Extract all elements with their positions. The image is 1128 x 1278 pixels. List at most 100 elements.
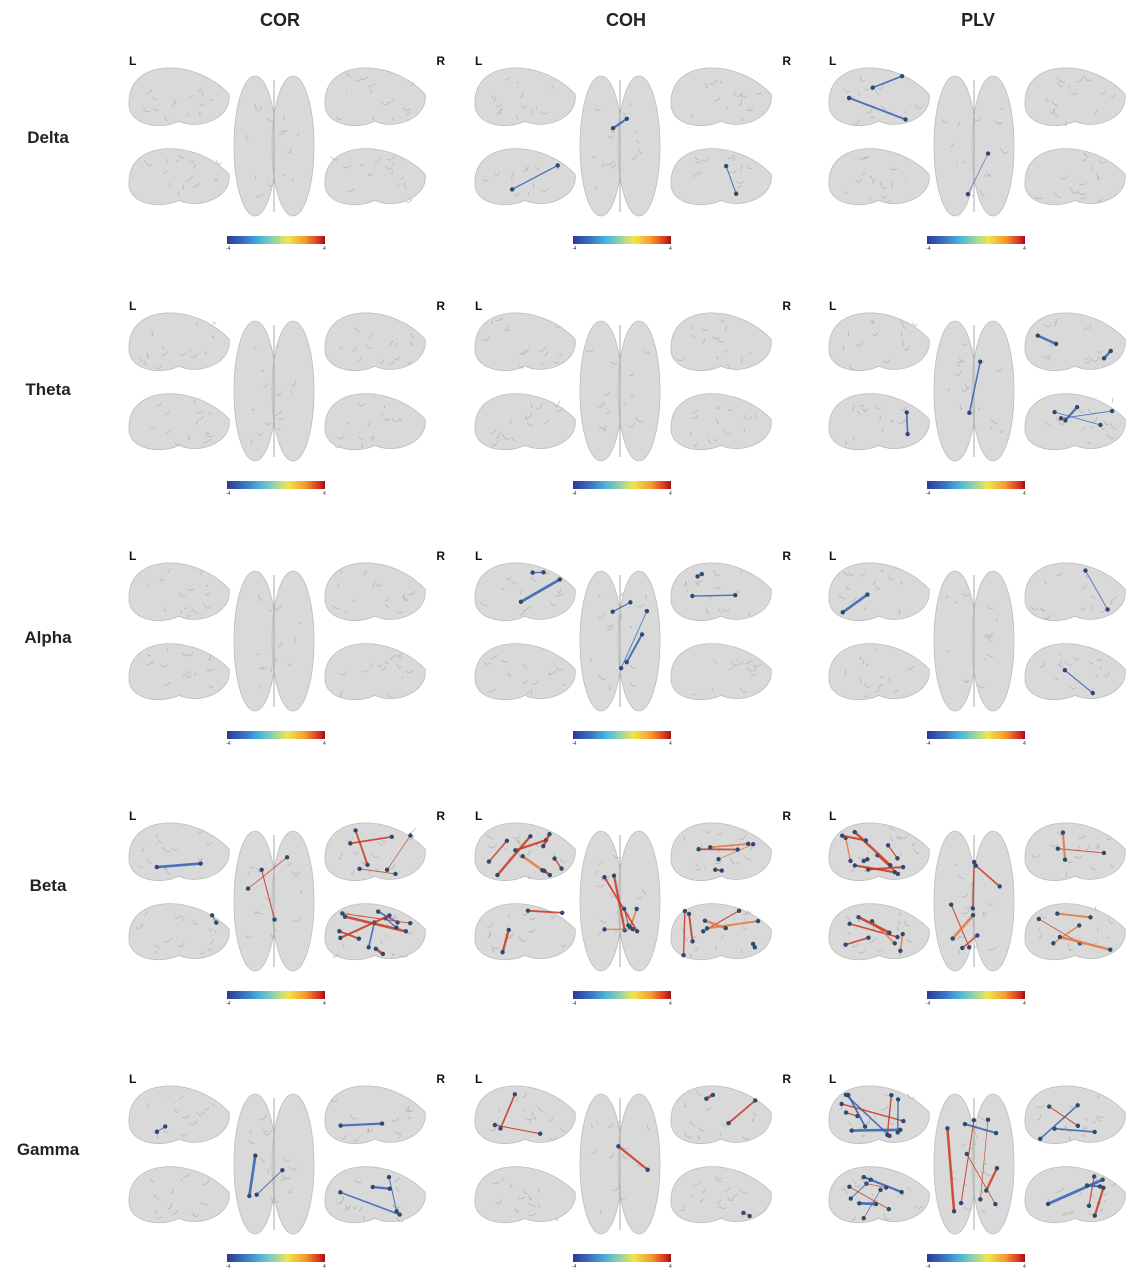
electrode-node xyxy=(690,594,694,598)
electrode-node xyxy=(853,830,857,834)
colorbar-max-label: 4 xyxy=(323,741,326,747)
brain-left-lateral xyxy=(829,68,929,126)
colorbar-min-label: -4 xyxy=(572,491,576,497)
electrode-node xyxy=(1063,418,1067,422)
colorbar xyxy=(227,731,325,739)
colorbar xyxy=(227,236,325,244)
colorbar xyxy=(927,731,1025,739)
electrode-node xyxy=(756,919,760,923)
colorbar-max-label: 4 xyxy=(323,1001,326,1007)
electrode-node xyxy=(611,126,615,130)
electrode-node xyxy=(254,1193,258,1197)
brain-views-coh-gamma xyxy=(473,1068,773,1250)
electrode-node xyxy=(498,1126,502,1130)
brain-views-cor-delta xyxy=(127,50,427,232)
electrode-node xyxy=(850,1128,854,1132)
electrode-node xyxy=(198,861,202,865)
colorbar xyxy=(573,731,671,739)
electrode-node xyxy=(408,921,412,925)
electrode-node xyxy=(975,933,979,937)
electrode-node xyxy=(696,847,700,851)
electrode-node xyxy=(1083,568,1087,572)
brain-left-lateral xyxy=(475,68,575,126)
electrode-node xyxy=(487,859,491,863)
brain-views-coh-alpha xyxy=(473,545,773,727)
connection-edge xyxy=(692,595,735,596)
electrode-node xyxy=(625,117,629,121)
brain-right-lateral xyxy=(325,313,425,371)
electrode-node xyxy=(210,913,214,917)
electrode-node xyxy=(513,848,517,852)
electrode-node xyxy=(861,1216,865,1220)
colorbar-min-label: -4 xyxy=(572,741,576,747)
electrode-node xyxy=(746,842,750,846)
electrode-node xyxy=(952,1209,956,1213)
electrode-node xyxy=(844,1110,848,1114)
electrode-node xyxy=(849,1196,853,1200)
brain-top xyxy=(580,321,660,461)
electrode-node xyxy=(893,941,897,945)
colorbar xyxy=(927,1254,1025,1262)
electrode-node xyxy=(155,865,159,869)
electrode-node xyxy=(357,867,361,871)
electrode-node xyxy=(751,842,755,846)
electrode-node xyxy=(1038,1137,1042,1141)
colorbar xyxy=(927,481,1025,489)
electrode-node xyxy=(155,1130,159,1134)
electrode-node xyxy=(259,868,263,872)
electrode-node xyxy=(272,917,276,921)
electrode-node xyxy=(856,915,860,919)
electrode-node xyxy=(1056,846,1060,850)
electrode-node xyxy=(704,1097,708,1101)
electrode-node xyxy=(357,936,361,940)
electrode-node xyxy=(884,1185,888,1189)
electrode-node xyxy=(556,163,560,167)
right-hemisphere-label: R xyxy=(436,1072,445,1086)
brain-right-lateral xyxy=(1025,68,1125,126)
electrode-node xyxy=(338,1190,342,1194)
electrode-node xyxy=(505,839,509,843)
brain-right-lateral xyxy=(671,563,771,621)
electrode-node xyxy=(1092,1130,1096,1134)
colorbar-min-label: -4 xyxy=(926,1264,930,1270)
colorbar-min-label: -4 xyxy=(572,246,576,252)
colorbar-max-label: 4 xyxy=(669,1001,672,1007)
brain-left-medial xyxy=(129,644,229,700)
electrode-node xyxy=(690,939,694,943)
right-hemisphere-label: R xyxy=(782,809,791,823)
electrode-node xyxy=(385,868,389,872)
colorbar-max-label: 4 xyxy=(669,741,672,747)
brain-left-medial xyxy=(475,394,575,450)
electrode-node xyxy=(863,1124,867,1128)
brain-left-lateral xyxy=(129,823,229,881)
electrode-node xyxy=(1098,423,1102,427)
electrode-node xyxy=(1077,923,1081,927)
electrode-node xyxy=(950,936,954,940)
brain-right-medial xyxy=(1025,149,1125,205)
electrode-node xyxy=(747,1214,751,1218)
electrode-node xyxy=(843,942,847,946)
electrode-node xyxy=(247,1194,251,1198)
colorbar-max-label: 4 xyxy=(669,491,672,497)
electrode-node xyxy=(846,1093,850,1097)
brain-right-lateral xyxy=(1025,313,1125,371)
brain-left-lateral xyxy=(129,313,229,371)
panel-plv-theta: LR-44 xyxy=(827,295,1128,505)
brain-top xyxy=(934,76,1014,216)
electrode-node xyxy=(495,873,499,877)
colorbar-max-label: 4 xyxy=(1023,246,1026,252)
brain-left-lateral xyxy=(129,68,229,126)
electrode-node xyxy=(687,912,691,916)
electrode-node xyxy=(1075,1103,1079,1107)
electrode-node xyxy=(862,1175,866,1179)
electrode-node xyxy=(848,859,852,863)
electrode-node xyxy=(889,1093,893,1097)
colorbar-max-label: 4 xyxy=(1023,741,1026,747)
electrode-node xyxy=(1075,405,1079,409)
electrode-node xyxy=(997,884,1001,888)
electrode-node xyxy=(1061,830,1065,834)
brain-right-lateral xyxy=(671,68,771,126)
electrode-node xyxy=(971,906,975,910)
